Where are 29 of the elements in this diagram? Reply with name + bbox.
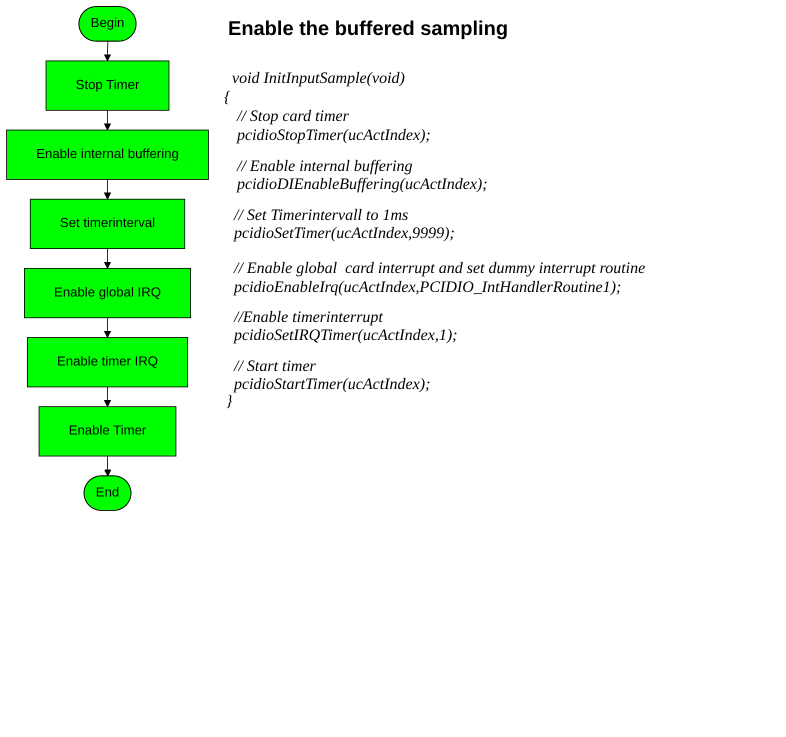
code-line: //Enable timerinterrupt: [234, 309, 383, 327]
arrow: [104, 248, 112, 269]
code-line: pcidioEnableIrq(ucActIndex,PCIDIO_IntHandlerRoutine1);: [234, 279, 622, 297]
node-box: Enable timer IRQ: [26, 337, 188, 388]
node-box: Enable Timer: [38, 406, 176, 456]
code-line: // Enable global card interrupt and set dummy interrupt routine: [234, 260, 646, 278]
code-line: // Enable internal buffering: [237, 158, 413, 176]
code-line: // Stop card timer: [237, 108, 349, 126]
node-box: Set timerinterval: [30, 198, 186, 250]
code-line: pcidioSetIRQTimer(ucActIndex,1);: [234, 327, 458, 345]
arrow: [104, 386, 112, 407]
node-box: Stop Timer: [46, 60, 170, 111]
code-line: pcidioStartTimer(ucActIndex);: [234, 376, 430, 394]
arrow: [104, 317, 112, 338]
code-line: void InitInputSample(void): [232, 70, 405, 88]
arrow: [104, 41, 112, 62]
code-line: pcidioDIEnableBuffering(ucActIndex);: [237, 176, 488, 194]
code-line: }: [226, 393, 232, 411]
code-line: {: [224, 89, 230, 107]
code-line: pcidioStopTimer(ucActIndex);: [237, 127, 431, 145]
node-box: Enable global IRQ: [24, 268, 191, 318]
title: Enable the buffered sampling: [228, 18, 508, 41]
arrow: [104, 110, 112, 130]
node-box: Enable internal buffering: [6, 130, 209, 180]
code-line: // Set Timerintervall to 1ms: [234, 207, 408, 225]
arrow: [104, 456, 112, 477]
code-line: pcidioSetTimer(ucActIndex,9999);: [234, 225, 455, 243]
arrow: [104, 179, 112, 200]
code-line: // Start timer: [234, 358, 316, 376]
